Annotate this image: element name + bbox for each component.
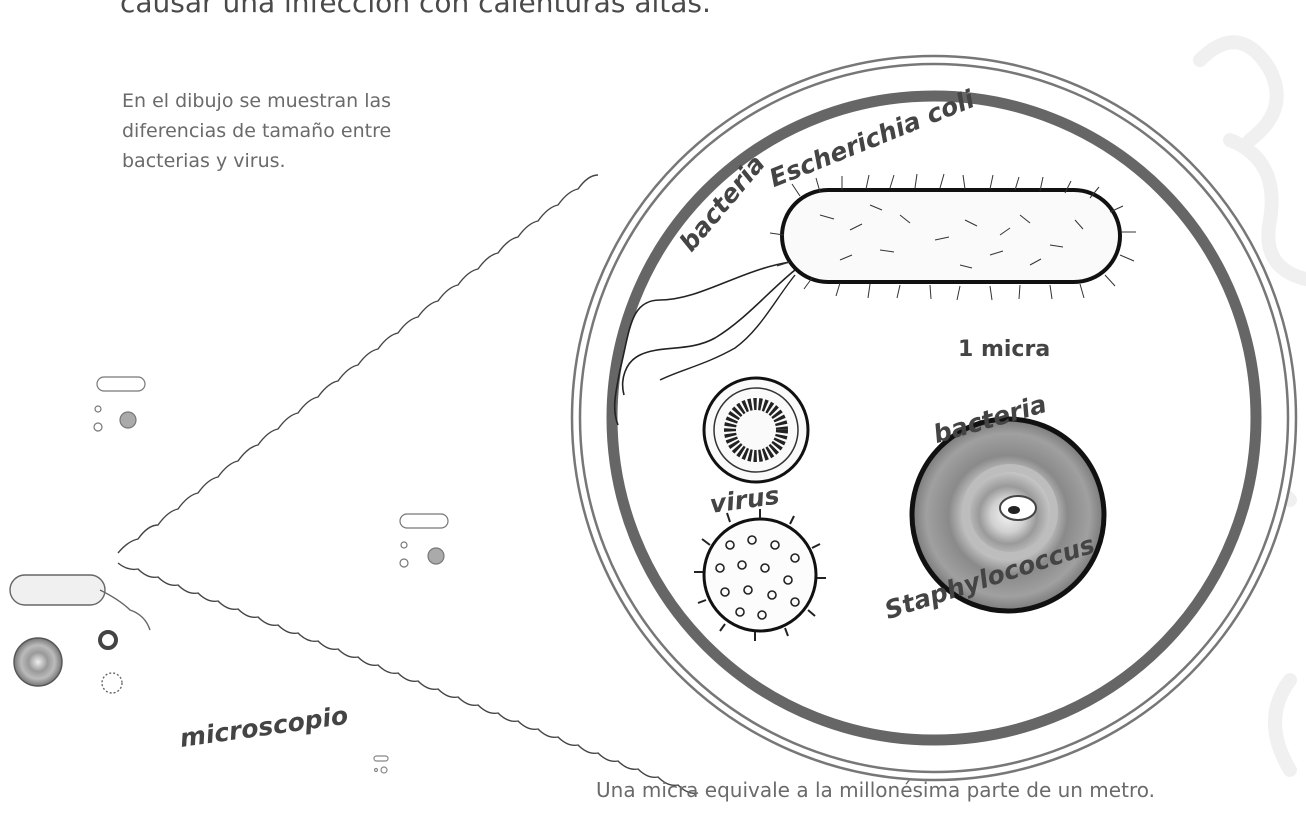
magnifier-outer-ring <box>572 56 1296 780</box>
magnify-line-top <box>118 175 598 553</box>
thumbnail-top <box>94 377 145 431</box>
magnify-line-bottom <box>118 563 698 793</box>
thumbnail-tiny <box>374 756 388 773</box>
footer-note: Una micra equivale a la millonésima part… <box>596 778 1155 802</box>
thumbnail-bottom-left <box>10 575 150 693</box>
thumbnail-middle <box>400 514 448 567</box>
virus-shell <box>704 378 808 482</box>
label-one-micra: 1 micra <box>958 337 1050 362</box>
